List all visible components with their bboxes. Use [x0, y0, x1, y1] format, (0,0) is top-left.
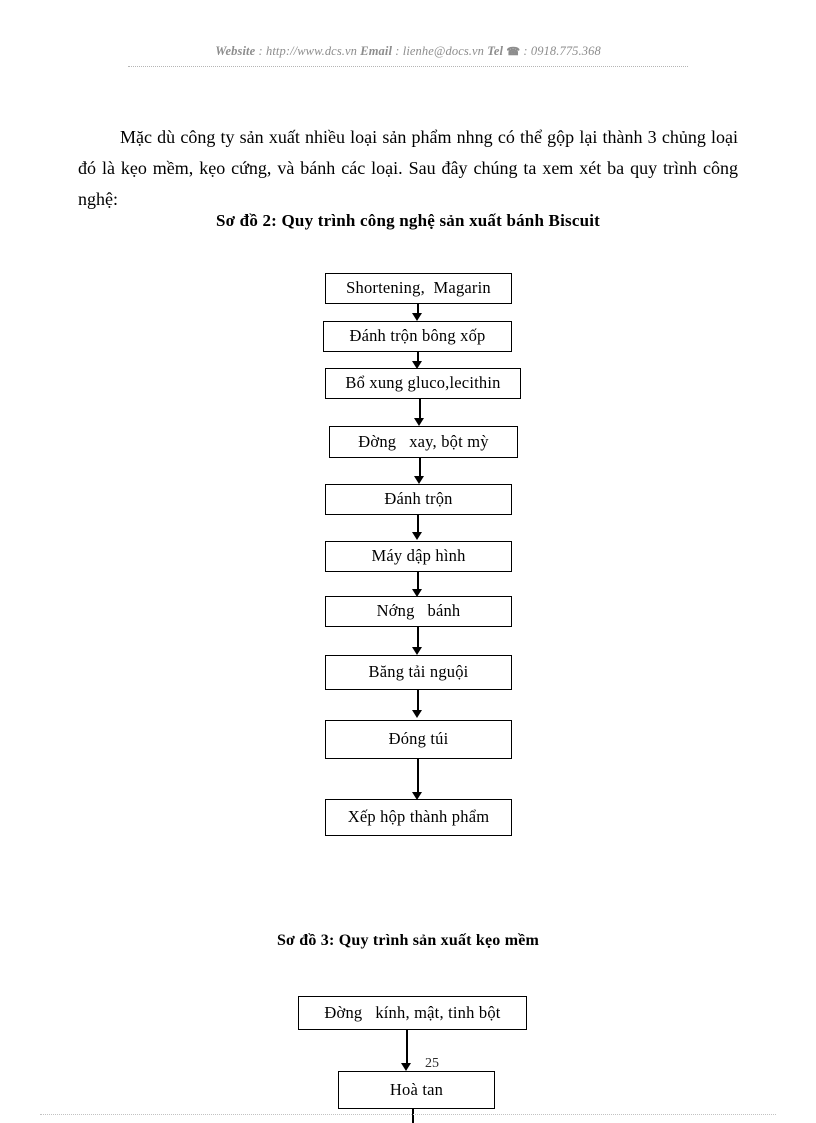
flow-connector [417, 627, 419, 647]
flow-node: Bổ xung gluco,lecithin [325, 368, 521, 399]
arrow-down-icon [412, 792, 422, 800]
flow-connector [417, 515, 419, 532]
flow-node: Hoà tan [338, 1071, 495, 1109]
diagram-2-title: Sơ đồ 2: Quy trình công nghệ sản xuất bá… [215, 211, 601, 230]
flow-connector [417, 352, 419, 365]
arrow-down-icon [414, 476, 424, 484]
arrow-down-icon [401, 1063, 411, 1071]
flow-node: Đờng kính, mật, tinh bột [298, 996, 527, 1030]
flow-connector [417, 304, 419, 317]
page-header: Website : http://www.dcs.vn Email : lien… [128, 44, 688, 59]
footer-divider [40, 1114, 776, 1115]
arrow-down-icon [412, 361, 422, 369]
header-tel-value: 0918.775.368 [530, 44, 601, 58]
arrow-down-icon [412, 532, 422, 540]
header-divider [128, 66, 688, 67]
flow-node: Nớng bánh [325, 596, 512, 627]
body-paragraph: Mặc dù công ty sản xuất nhiều loại sản p… [78, 127, 738, 209]
flow-connector [419, 458, 421, 476]
header-email-sep: : [392, 44, 403, 58]
phone-icon: ☎ [506, 46, 521, 58]
flow-connector [417, 759, 419, 792]
flow-node: Đánh trộn bông xốp [323, 321, 512, 352]
arrow-down-icon [414, 418, 424, 426]
flow-node: Shortening, Magarin [325, 273, 512, 304]
diagram-3-title: Sơ đồ 3: Quy trình sản xuất kẹo mềm [276, 932, 540, 949]
header-tel-sep: : [520, 44, 531, 58]
flow-node: Đờng xay, bột mỳ [329, 426, 518, 458]
arrow-down-icon [412, 313, 422, 321]
flow-node: Xếp hộp thành phẩm [325, 799, 512, 836]
header-email-value: lienhe@docs.vn [402, 44, 485, 58]
arrow-down-icon [412, 589, 422, 597]
header-website-sep: : [255, 44, 266, 58]
header-website-value: http://www.dcs.vn [265, 44, 358, 58]
flow-node: Đánh trộn [325, 484, 512, 515]
flow-connector [417, 572, 419, 589]
flow-connector [412, 1109, 414, 1123]
arrow-down-icon [412, 647, 422, 655]
flow-connector [406, 1030, 408, 1063]
flow-node: Máy dập hình [325, 541, 512, 572]
flow-connector [419, 399, 421, 419]
header-email-label: Email [360, 44, 393, 58]
flow-connector [417, 690, 419, 710]
flow-node: Đóng túi [325, 720, 512, 759]
page-number: 25 [425, 1056, 439, 1071]
header-website-label: Website [215, 44, 256, 58]
arrow-down-icon [412, 710, 422, 718]
header-tel-label: Tel [487, 44, 504, 58]
flow-node: Băng tải nguội [325, 655, 512, 690]
